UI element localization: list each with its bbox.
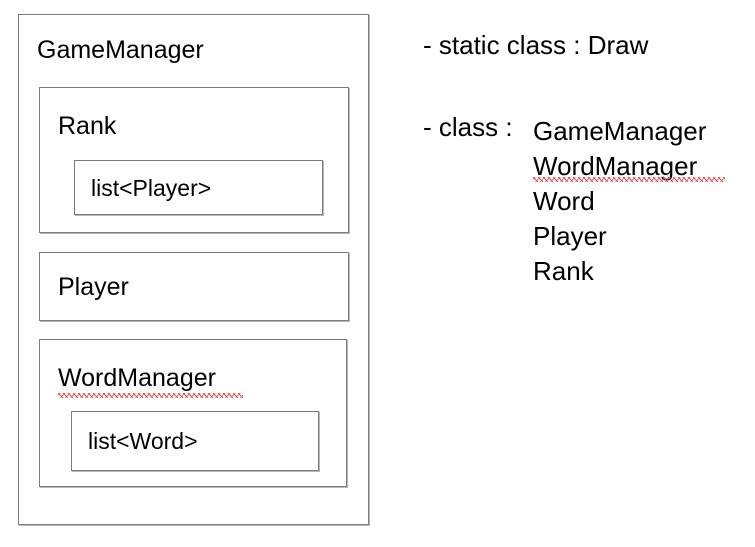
player-label: Player	[58, 273, 129, 301]
player-box: Player	[39, 252, 349, 321]
legend-class-name-player: Player	[533, 221, 607, 251]
legend-class-name-rank: Rank	[533, 256, 594, 286]
wordmanager-box: WordManager list<Word>	[39, 339, 347, 487]
rank-box: Rank list<Player>	[39, 87, 349, 233]
legend-class-name-wordmanager: WordManager	[533, 149, 725, 184]
wordmanager-list-word-box: list<Word>	[71, 411, 319, 471]
gamemanager-label: GameManager	[37, 36, 204, 64]
list-word-label: list<Word>	[88, 428, 198, 454]
legend-class-row: - class :	[423, 112, 513, 142]
legend-class-name-gamemanager: GameManager	[533, 116, 707, 146]
rank-label: Rank	[58, 112, 117, 140]
spellcheck-squiggle-icon	[58, 393, 243, 398]
legend-static-class-row: - static class : Draw	[423, 30, 649, 60]
spellcheck-squiggle-icon	[533, 177, 725, 182]
legend-class-name-wordmanager-text: WordManager	[533, 151, 698, 181]
rank-list-player-box: list<Player>	[74, 160, 323, 215]
list-player-label: list<Player>	[91, 175, 212, 201]
wordmanager-label: WordManager	[58, 364, 216, 392]
legend-class-name-word: Word	[533, 186, 595, 216]
legend-class-name-list: GameManager WordManager Word Player Rank	[533, 114, 725, 289]
gamemanager-container-box: GameManager Rank list<Player> Player Wor…	[18, 14, 369, 525]
